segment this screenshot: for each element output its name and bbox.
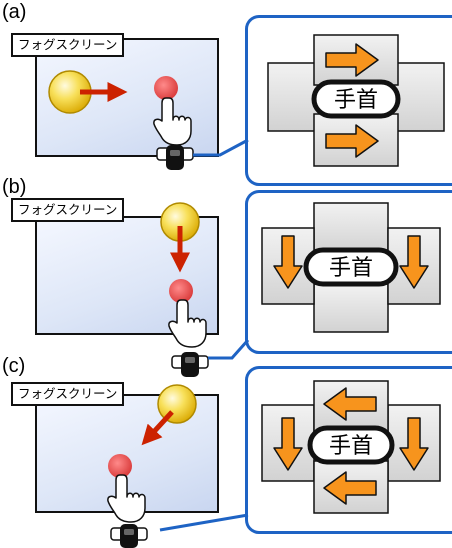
arrow-down-icon — [399, 235, 429, 289]
wrist-center — [311, 79, 401, 119]
wrist-diagram-a: 手首 — [267, 34, 445, 167]
pointing-hand-icon — [107, 474, 146, 523]
wrist-device-icon — [156, 145, 194, 170]
fog-screen-label: フォグスクリーン — [11, 382, 125, 406]
panel-a-label: (a) — [2, 1, 27, 23]
fog-screen-label: フォグスクリーン — [11, 198, 125, 222]
arrow-left-icon — [323, 387, 377, 421]
panel-c-scene — [107, 384, 249, 548]
callout-connector — [193, 138, 249, 157]
pointing-hand-icon — [153, 97, 192, 146]
wrist-center — [307, 425, 395, 465]
wrist-label: 手首 — [334, 88, 378, 113]
wrist-center — [303, 247, 399, 287]
wrist-diagram-b: 手首 — [261, 202, 441, 333]
wrist-device-icon — [110, 524, 148, 548]
box-left — [267, 62, 321, 132]
box-top — [313, 202, 389, 254]
arrow-down-icon — [273, 417, 303, 471]
wrist-label: 手首 — [329, 434, 373, 459]
arrow-down-icon — [399, 417, 429, 471]
fog-screen-label: フォグスクリーン — [11, 33, 125, 57]
pointing-hand-icon — [168, 299, 207, 348]
box-bottom — [313, 283, 389, 333]
wrist-diagram-c: 手首 — [261, 380, 441, 514]
panel-c-label: (c) — [2, 355, 26, 377]
target-dot — [169, 279, 193, 303]
motion-arrow — [141, 410, 174, 446]
arrow-down-icon — [273, 235, 303, 289]
arrow-right-icon — [325, 43, 379, 77]
wrist-label: 手首 — [329, 256, 373, 281]
target-dot — [108, 454, 132, 478]
yellow-ball — [157, 384, 197, 424]
wrist-device-icon — [171, 352, 209, 377]
target-dot — [154, 76, 178, 100]
arrow-left-icon — [323, 471, 377, 505]
arrow-right-icon — [325, 124, 379, 158]
callout-connector — [159, 513, 249, 532]
panel-b-scene — [160, 202, 250, 377]
panel-b-label: (b) — [2, 176, 27, 198]
callout-connector — [208, 339, 250, 360]
panel-a-scene — [48, 70, 249, 170]
